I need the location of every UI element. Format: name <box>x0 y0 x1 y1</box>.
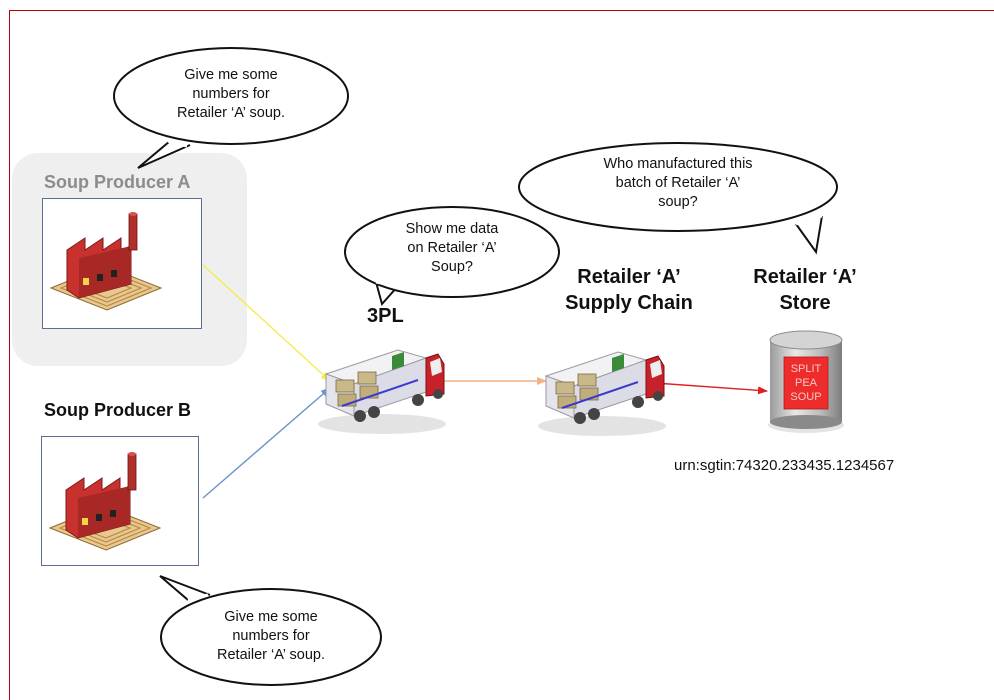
bubble-producer-a <box>113 47 349 169</box>
producer-a-label: Soup Producer A <box>44 172 191 192</box>
bubble-producer-a-line2: numbers for <box>192 86 270 102</box>
retailer-chain-label-line2: Supply Chain <box>565 292 693 314</box>
bubble-store-line3: soup? <box>658 194 698 210</box>
bubble-producer-b-line3: Retailer ‘A’ soup. <box>217 647 325 663</box>
arrow-producer-a-to-3pl <box>202 264 331 382</box>
retailer-store-label-line2: Store <box>779 292 831 314</box>
bubble-store-line1: Who manufactured this <box>603 156 753 172</box>
truck-3pl-icon <box>317 349 447 435</box>
diagram-frame <box>9 10 994 700</box>
bubble-3pl-text: Show me data on Retailer ‘A’ Soup? <box>382 220 522 277</box>
factory-b-icon <box>49 451 161 551</box>
bubble-3pl <box>344 206 560 307</box>
retailer-store-label: Retailer ‘A’ Store <box>725 264 885 316</box>
retailer-chain-label: Retailer ‘A’ Supply Chain <box>549 264 709 316</box>
retailer-store-label-line1: Retailer ‘A’ <box>753 266 857 288</box>
can-label-line3: SOUP <box>790 391 821 403</box>
bubble-store-text: Who manufactured this batch of Retailer … <box>558 155 798 212</box>
soup-can-icon: SPLIT PEA SOUP <box>768 330 844 433</box>
factory-a-icon <box>50 211 162 311</box>
producer-b-label: Soup Producer B <box>44 400 192 420</box>
can-label-line2: PEA <box>795 377 818 389</box>
bubble-producer-a-line3: Retailer ‘A’ soup. <box>177 105 285 121</box>
bubble-3pl-line1: Show me data <box>405 221 499 237</box>
truck-supply-chain-icon <box>537 351 667 437</box>
arrow-chain-to-store <box>654 382 768 395</box>
bubble-3pl-line2: on Retailer ‘A’ <box>407 240 497 256</box>
bubble-producer-b-line2: numbers for <box>232 628 310 644</box>
bubble-producer-b <box>159 575 382 686</box>
bubble-producer-b-text: Give me some numbers for Retailer ‘A’ so… <box>171 608 371 665</box>
bubble-producer-b-line1: Give me some <box>224 609 318 625</box>
retailer-chain-label-line1: Retailer ‘A’ <box>577 266 681 288</box>
arrow-producer-b-to-3pl <box>202 387 331 499</box>
bubble-store-line2: batch of Retailer ‘A’ <box>615 175 741 191</box>
urn-identifier: urn:sgtin:74320.233435.1234567 <box>674 457 895 474</box>
bubble-producer-a-text: Give me some numbers for Retailer ‘A’ so… <box>131 66 331 123</box>
bubble-3pl-line3: Soup? <box>431 259 473 275</box>
bubble-producer-a-line1: Give me some <box>184 67 278 83</box>
bubble-store <box>518 142 838 255</box>
can-label-line1: SPLIT <box>791 363 822 375</box>
threepl-label: 3PL <box>367 305 404 327</box>
